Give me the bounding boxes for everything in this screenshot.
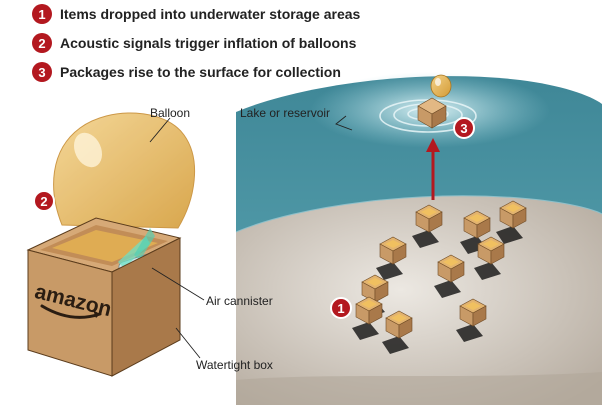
submerged-box <box>376 236 407 280</box>
lake-bed <box>236 195 602 405</box>
lake-label: Lake or reservoir <box>240 106 331 120</box>
submerged-box <box>352 296 383 340</box>
submerged-boxes <box>352 200 527 354</box>
step-2: 2 Acoustic signals trigger inflation of … <box>32 31 356 55</box>
submerged-box <box>456 298 487 342</box>
badge-step-3: 3 <box>453 117 475 139</box>
step-text: Items dropped into underwater storage ar… <box>60 6 361 22</box>
step-number: 2 <box>32 33 52 53</box>
submerged-box <box>496 200 527 244</box>
balloon-shape <box>53 112 195 229</box>
box-right-face <box>111 237 181 377</box>
submerged-box <box>434 254 465 298</box>
step-3: 3 Packages rise to the surface for colle… <box>32 60 341 84</box>
badge-step-2: 2 <box>33 190 55 212</box>
badge-step-1: 1 <box>330 297 352 319</box>
step-1: 1 Items dropped into underwater storage … <box>32 2 360 26</box>
submerged-box <box>412 204 443 248</box>
air-cannister-label: Air cannister <box>206 294 273 308</box>
watertight-box-label: Watertight box <box>196 358 273 372</box>
floating-package <box>417 74 452 129</box>
submerged-box <box>474 236 505 280</box>
step-text: Packages rise to the surface for collect… <box>60 64 341 80</box>
balloon-highlight <box>73 132 103 168</box>
step-number: 3 <box>32 62 52 82</box>
box-illustration <box>26 112 195 377</box>
rising-arrow <box>426 138 440 200</box>
balloon-label: Balloon <box>150 106 191 120</box>
submerged-box <box>382 310 413 354</box>
leader-lines <box>149 115 353 359</box>
step-number: 1 <box>32 4 52 24</box>
step-text: Acoustic signals trigger inflation of ba… <box>60 35 357 51</box>
